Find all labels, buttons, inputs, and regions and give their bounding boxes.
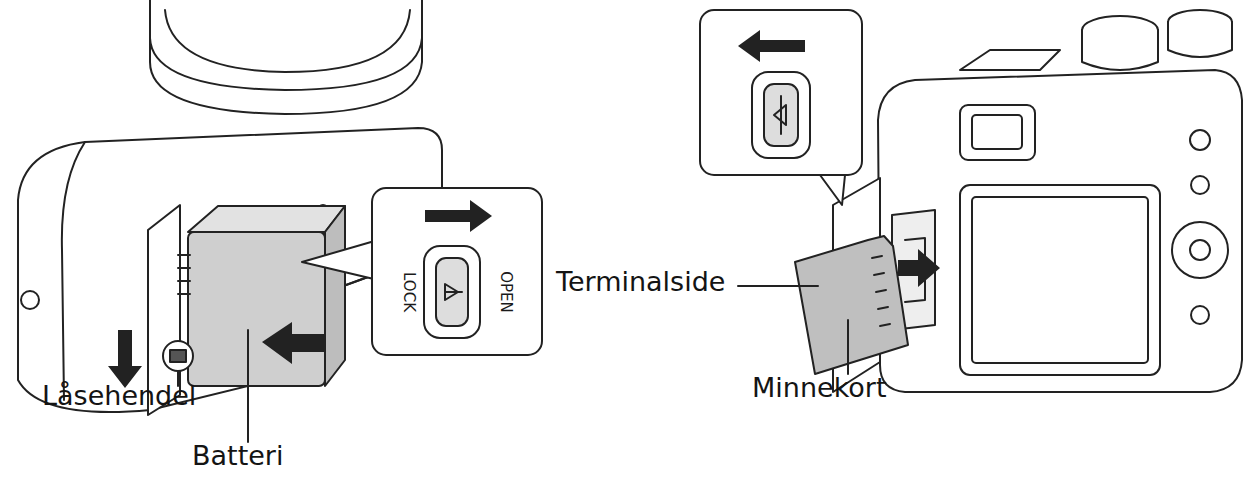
- switch-mark: [445, 284, 462, 300]
- switch-text: LOCK: [401, 272, 416, 312]
- control-dial: [1168, 22, 1232, 57]
- lcd-inner: [972, 197, 1148, 363]
- battery-top: [188, 206, 345, 232]
- lcd-screen: [960, 185, 1160, 375]
- part-label: Minnekort: [752, 372, 887, 403]
- part-label: Låsehendel: [42, 380, 196, 411]
- hot-shoe: [960, 50, 1060, 70]
- part-label: Batteri: [192, 440, 283, 471]
- lock-lever: [163, 341, 193, 371]
- insert-arrow: [262, 322, 325, 364]
- button: [1190, 130, 1210, 150]
- battery-side: [325, 206, 345, 386]
- lens-barrel: [150, 0, 422, 114]
- leader-line: [738, 285, 818, 287]
- push-arrow: [108, 330, 142, 388]
- body-edge: [62, 142, 85, 400]
- switch-frame: [752, 72, 810, 158]
- insert-arrow: [898, 249, 940, 287]
- control-wheel: [1172, 222, 1228, 278]
- direction-arrow: [738, 30, 805, 62]
- strap-lug: [21, 291, 39, 309]
- switch-frame: [424, 246, 480, 338]
- button: [1191, 306, 1209, 324]
- button: [1191, 176, 1209, 194]
- lock-lever: [170, 350, 186, 362]
- switch-mark: [774, 96, 786, 134]
- part-label: Terminalside: [556, 266, 725, 297]
- switch-slider: [436, 258, 468, 326]
- control-wheel: [1190, 240, 1210, 260]
- memory-card: [795, 236, 908, 374]
- callout-box: [700, 10, 862, 175]
- camera-back: [878, 70, 1242, 392]
- lens-ring: [165, 10, 410, 72]
- viewfinder-window: [972, 115, 1022, 149]
- battery: [188, 232, 325, 386]
- lens-ring: [150, 38, 422, 90]
- mode-dial: [1082, 30, 1158, 70]
- leader-line: [247, 330, 249, 442]
- switch-text: OPEN: [498, 271, 513, 313]
- leader-line: [847, 320, 849, 374]
- callout-pointer: [302, 240, 378, 280]
- callout-pointer: [820, 175, 845, 205]
- card-contacts: [872, 256, 890, 326]
- callout-box: [372, 188, 542, 355]
- battery-terminals: [178, 255, 190, 294]
- direction-arrow: [425, 200, 492, 232]
- switch-slider: [764, 84, 798, 146]
- viewfinder: [960, 105, 1035, 160]
